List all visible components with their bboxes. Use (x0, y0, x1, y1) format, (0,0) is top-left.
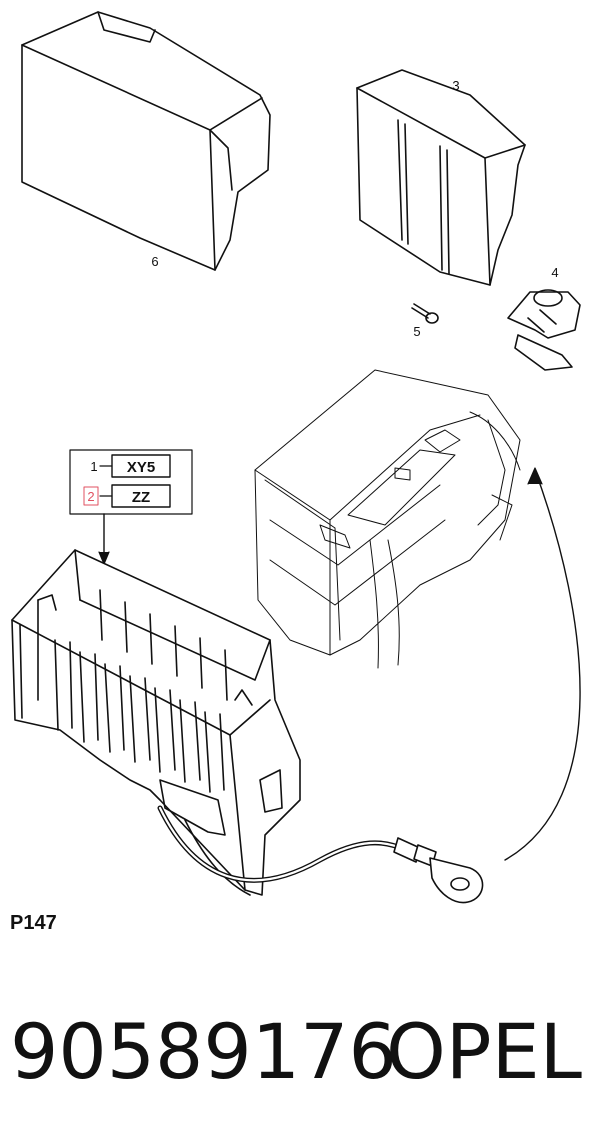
part-number: 90589176 (10, 1007, 397, 1096)
part-5-bolt (411, 303, 439, 324)
callout-3: 3 (452, 78, 459, 93)
callout-6: 6 (151, 254, 158, 269)
callout-5: 5 (413, 324, 420, 339)
legend-code-1: XY5 (127, 459, 155, 476)
legend-key-2: 2 (87, 489, 94, 504)
ground-cable (157, 805, 484, 904)
part-3-cover (356, 69, 526, 286)
figure-id: P147 (10, 912, 57, 934)
brand-name: OPEL (385, 1007, 582, 1096)
color-code-legend (69, 449, 193, 565)
ring-terminal (429, 857, 484, 904)
legend-key-1: 1 (90, 459, 97, 474)
callout-4: 4 (551, 265, 558, 280)
connection-arrow (504, 469, 581, 861)
battery-tray (11, 549, 301, 896)
parts-diagram: 3 4 5 6 1 XY5 2 ZZ (11, 11, 581, 904)
part-footer: 90589176 OPEL (10, 992, 590, 1112)
part-6-cover (21, 11, 271, 271)
part-4-clamp (507, 289, 581, 371)
legend-code-2: ZZ (132, 489, 150, 506)
battery-assembly (254, 369, 521, 669)
